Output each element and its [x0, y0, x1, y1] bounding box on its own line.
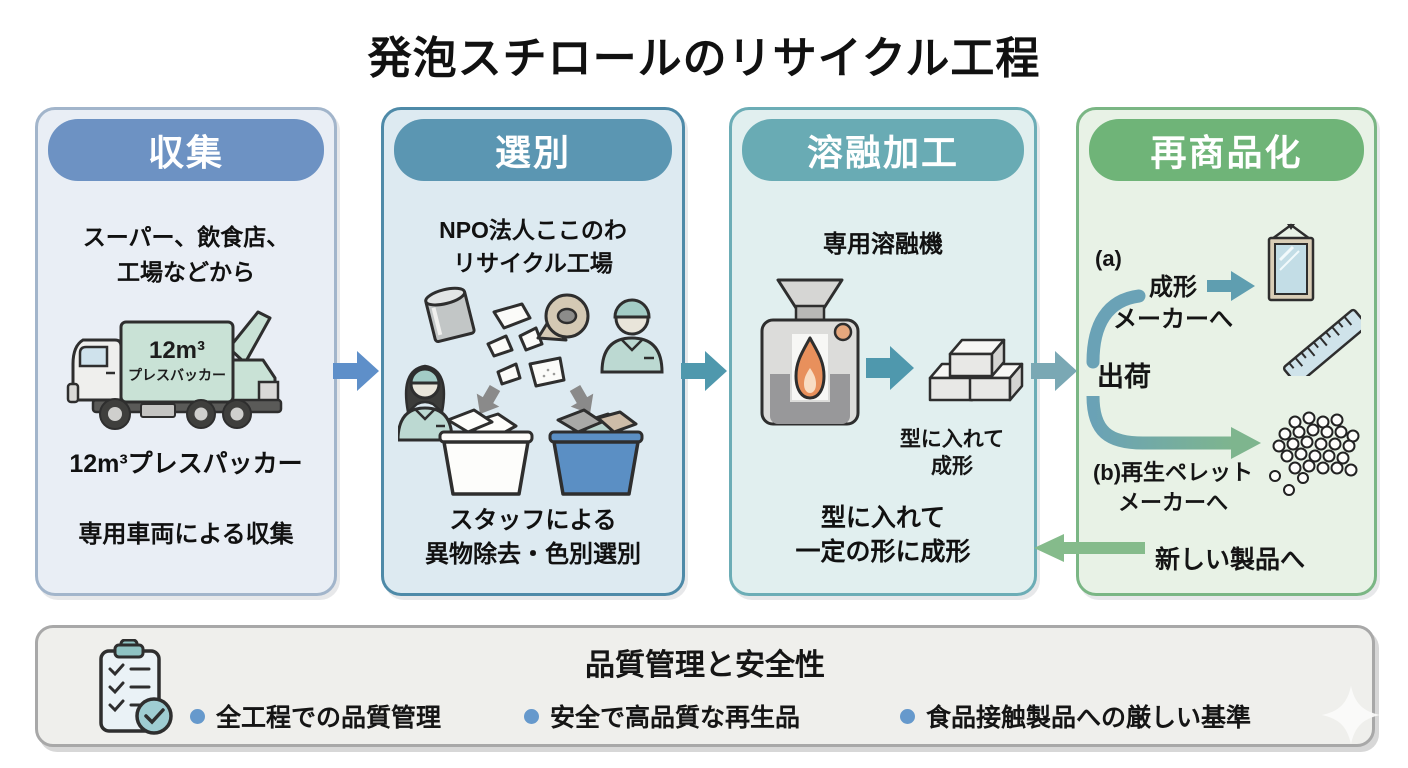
collection-source-text: スーパー、飲食店、 工場などから: [82, 224, 290, 285]
quality-bullet-2: 安全で高品質な再生品: [524, 698, 800, 734]
panel-remarketing-header: 再商品化: [1089, 119, 1364, 181]
recycled-pellets-icon: [1269, 411, 1360, 496]
sorting-caption: スタッフによる 異物除去・色別選別: [425, 507, 641, 568]
loop-arrow-new-products: [1034, 534, 1145, 562]
sparkle-icon: [1321, 685, 1381, 745]
truck-name-label: プレスバッカー: [128, 367, 226, 383]
molded-ingots-icon: [928, 338, 1024, 402]
bullet-dot-icon: [524, 708, 539, 724]
quality-bullet-3: 食品接触製品への厳しい基準: [900, 698, 1251, 734]
melting-caption: 型に入れて 一定の形に成形: [795, 504, 971, 566]
panel-sorting-header: 選別: [394, 119, 672, 181]
flow-arrow-sorting-to-melting: [681, 351, 727, 391]
branch-b-text: (b)再生ペレット メーカーへ: [1092, 460, 1254, 515]
panel-collection-header: 収集: [48, 119, 324, 181]
panel-collection: 収集 スーパー、飲食店、 工場などから 12m³ プレスバッカー 12m³プレス…: [35, 107, 337, 596]
bullet-dot-icon: [190, 708, 205, 724]
quality-safety-section: 品質管理と安全性 全工程での品質管理 安全で高品質な再生品 食品接触製品への厳し…: [35, 625, 1381, 747]
ruler-product-icon: [1282, 308, 1361, 376]
flow-arrow-collection-to-sorting: [333, 351, 379, 391]
bullet-label: 全工程での品質管理: [216, 704, 442, 732]
quality-safety-title: 品質管理と安全性: [585, 649, 825, 682]
quality-checklist-icon: [99, 639, 173, 735]
white-sorting-bin-icon: [438, 408, 534, 496]
quality-bullet-1: 全工程での品質管理: [190, 698, 441, 734]
melting-subtitle: 専用溶融機: [823, 231, 943, 258]
bullet-label: 安全で高品質な再生品: [550, 704, 801, 732]
panel-remarketing: 再商品化 (a) 成形 メーカーへ: [1076, 107, 1377, 596]
shipping-label: 出荷: [1097, 362, 1151, 392]
sort-arrow-left-icon: [476, 385, 501, 414]
melt-arrow-icon: [866, 346, 914, 390]
panel-melting-header: 溶融加工: [742, 119, 1024, 181]
bullet-label: 食品接触製品への厳しい基準: [926, 704, 1252, 732]
bullet-dot-icon: [900, 708, 915, 724]
truck-volume-label: 12m³: [149, 337, 205, 364]
sort-arrow-right-icon: [569, 385, 594, 414]
mirror-product-icon: [1267, 223, 1315, 302]
flow-arrow-melting-to-remarketing: [1031, 351, 1077, 391]
branch-a-arrow-icon: [1207, 271, 1255, 301]
garbage-truck-icon: 12m³ プレスバッカー: [66, 310, 283, 430]
panel-sorting: 選別 NPO法人ここのわ リサイクル工場: [381, 107, 685, 596]
melting-machine-icon: [760, 278, 860, 426]
steel-can-icon: [424, 286, 476, 344]
collection-packer-caption: 12m³プレスパッカー: [69, 450, 303, 478]
melting-illustration: [760, 278, 1024, 426]
page-title: 発泡スチロールのリサイクル工程: [367, 34, 1041, 83]
branch-a-text: 成形 メーカーへ: [1113, 274, 1233, 334]
new-products-label: 新しい製品へ: [1155, 546, 1306, 574]
tape-roll-icon: [536, 293, 590, 342]
melting-ingot-note: 型に入れて 成形: [899, 428, 1005, 479]
sorting-subtitle: NPO法人ここのわ リサイクル工場: [439, 217, 627, 277]
sorting-illustration: [398, 286, 664, 496]
collection-vehicle-caption: 専用車両による収集: [78, 521, 294, 548]
branch-a-label: (a): [1095, 246, 1122, 271]
blue-sorting-bin-icon: [548, 408, 644, 496]
foam-pieces-icon: [486, 302, 566, 388]
female-staff-icon: [398, 364, 454, 442]
panel-melting: 溶融加工 専用溶融機 型に入れて 成形 型に入れて 一: [729, 107, 1037, 596]
male-staff-icon: [600, 298, 664, 374]
